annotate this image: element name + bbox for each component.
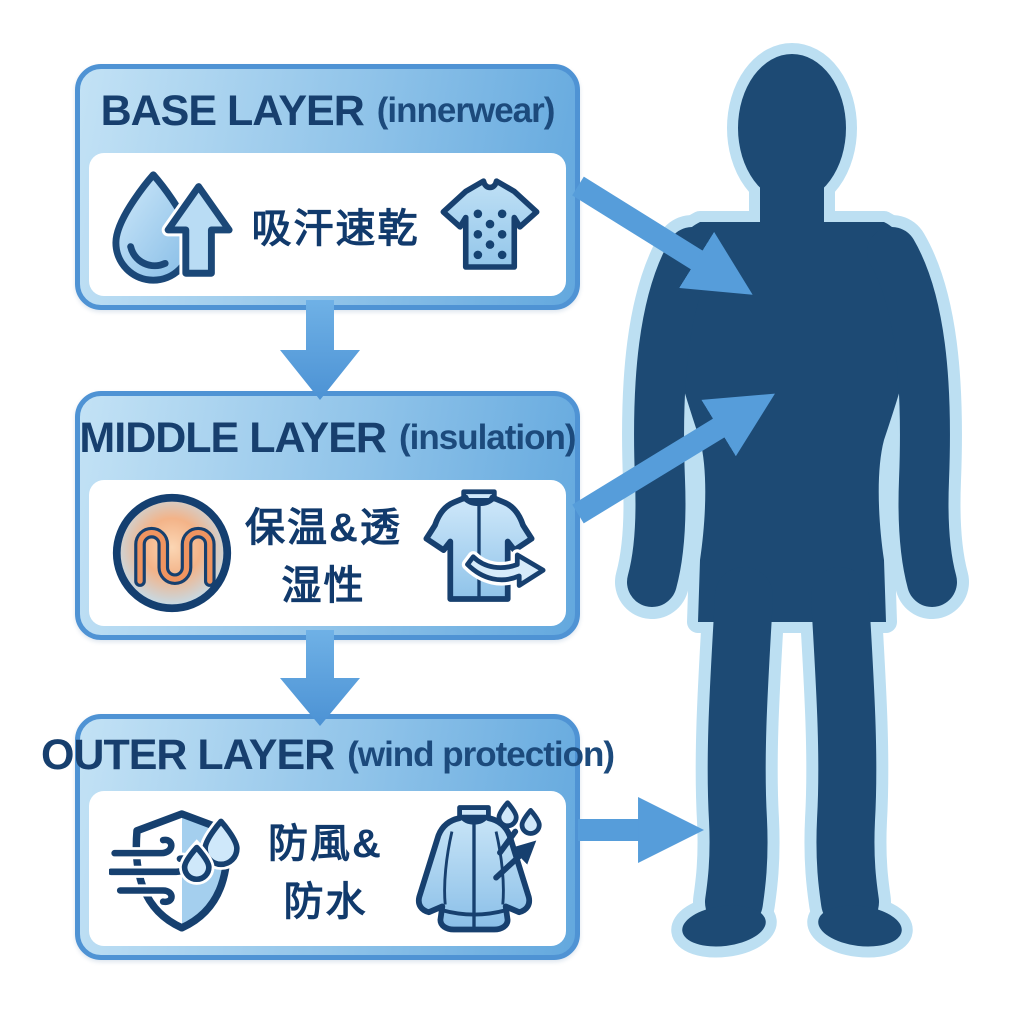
base-layer-header: BASE LAYER (innerwear): [80, 69, 575, 153]
middle-layer-title: MIDDLE LAYER: [79, 413, 387, 462]
middle-layer-panel: 保温&透湿性: [89, 480, 566, 626]
base-layer-title: BASE LAYER: [100, 86, 365, 135]
middle-layer-header: MIDDLE LAYER (insulation): [79, 396, 577, 480]
water-drop-up-arrow-icon: [112, 170, 236, 284]
shirt-moisture-arrow-icon: [423, 489, 546, 602]
middle-layer-feature: 保温&透湿性: [245, 506, 402, 608]
outer-layer-title: OUTER LAYER: [40, 730, 335, 779]
base-layer-panel: 吸汗速乾: [89, 153, 566, 296]
base-layer-feature: 吸汗速乾: [251, 206, 420, 251]
human-body-halo: [615, 43, 969, 958]
outer-layer-subtitle: (wind protection): [347, 735, 615, 774]
outer-layer-header: OUTER LAYER (wind protection): [41, 719, 615, 791]
perforation-dots: [473, 209, 507, 259]
heating-coil-icon: [112, 493, 232, 613]
base-layer-box: BASE LAYER (innerwear) 吸汗速乾: [75, 64, 580, 310]
perforated-tshirt-icon: [440, 177, 540, 270]
middle-layer-subtitle: (insulation): [398, 418, 577, 457]
outer-layer-panel: 防風&防水: [89, 791, 566, 946]
arrow-middle-to-body: [572, 393, 775, 524]
down-arrow-middle-to-outer: [280, 630, 360, 726]
down-arrow-base-to-middle: [280, 300, 360, 400]
wind-rain-shield-icon: [109, 809, 243, 932]
base-layer-subtitle: (innerwear): [376, 91, 556, 130]
outer-layer-feature: 防風&防水: [268, 821, 383, 924]
waterproof-jacket-icon: [415, 799, 542, 932]
human-body-silhouette: [627, 54, 957, 947]
arrow-base-to-body: [572, 176, 753, 295]
middle-layer-box: MIDDLE LAYER (insulation) 保温&透湿性: [75, 391, 580, 640]
outer-layer-box: OUTER LAYER (wind protection): [41, 714, 615, 960]
